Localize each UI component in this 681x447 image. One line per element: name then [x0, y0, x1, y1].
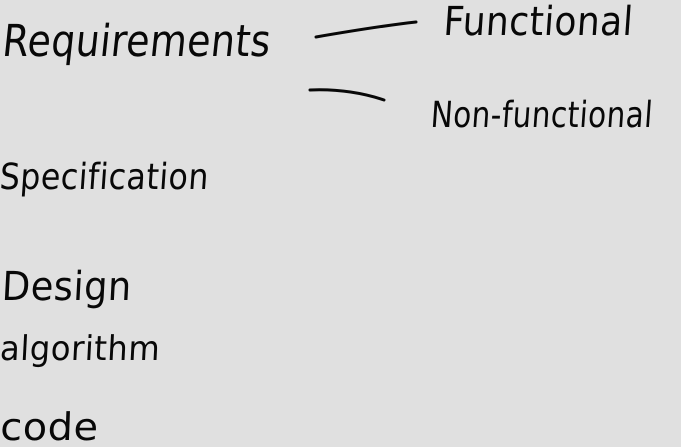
connector-line-to-functional [314, 20, 418, 39]
design-label: Design [0, 264, 133, 310]
specification-label: Specification [0, 157, 211, 198]
non-functional-label: Non-functional [429, 95, 655, 136]
connector-line-to-non-functional [308, 88, 386, 102]
requirements-label: Requirements [0, 16, 274, 67]
code-label: code [0, 405, 100, 447]
functional-label: Functional [441, 0, 635, 45]
algorithm-label: algorithm [0, 329, 162, 369]
